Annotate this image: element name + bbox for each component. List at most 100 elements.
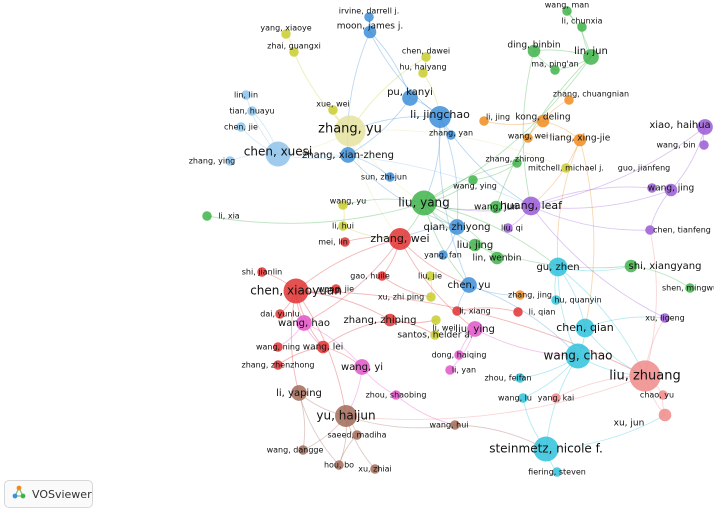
node-label-hu-quanyin[interactable]: hu, quanyin (554, 296, 601, 305)
node-label-liu-jing[interactable]: liu, jing (457, 240, 494, 251)
node-wang-ning[interactable] (273, 342, 283, 352)
node-label-liu-yang[interactable]: liu, yang (398, 196, 450, 210)
node-label-xiao-haihua[interactable]: xiao, haihua (649, 120, 710, 131)
node-li-jing[interactable] (479, 116, 489, 126)
node-liang-xing-jie[interactable] (573, 133, 587, 147)
node-label-li-wei[interactable]: li, wei (432, 324, 455, 333)
node-label-li-qian[interactable]: li, qian (529, 308, 556, 317)
node-wang-ying[interactable] (468, 175, 478, 185)
node-shi-xiangyang[interactable] (624, 259, 638, 273)
node-wang-jing[interactable] (664, 183, 678, 197)
node-label-lin-lin[interactable]: lin, lin (234, 91, 258, 100)
node-zhou-shaobing[interactable] (391, 390, 401, 400)
node-mei-lin[interactable] (340, 237, 350, 247)
node-wang-man[interactable] (562, 6, 572, 16)
node-zhang-ying[interactable] (225, 156, 235, 166)
node-label-chao-yu[interactable]: chao, yu (640, 391, 674, 400)
node-wang-wei[interactable] (523, 133, 533, 143)
node-wang-chao[interactable] (565, 343, 591, 369)
node-label-wang-yu[interactable]: wang, yu (330, 197, 366, 206)
node-label-lin-jun[interactable]: lin, jun (574, 46, 608, 57)
node-label-wang-ning[interactable]: wang, ning (256, 343, 300, 352)
node-li-jingchao[interactable] (429, 106, 451, 128)
node-label-liu-jie[interactable]: liu, jie (418, 272, 442, 281)
node-xue-wei[interactable] (328, 105, 338, 115)
node-pu-kanyi[interactable] (402, 90, 418, 106)
node-label-liu-zhuang[interactable]: liu, zhuang (609, 369, 681, 384)
node-wang-yi[interactable] (354, 359, 370, 375)
node-label-wang-chao[interactable]: wang, chao (544, 349, 613, 363)
node-lin-jun[interactable] (583, 49, 599, 65)
node-label-wang-bin[interactable]: wang, bin (656, 141, 695, 150)
node-zhang-wei[interactable] (389, 228, 411, 250)
node-label-zhou-shaobing[interactable]: zhou, shaobing (366, 391, 427, 400)
node-label-kong-deling[interactable]: kong, deling (515, 113, 570, 123)
node-lin-lin[interactable] (241, 90, 251, 100)
node-label-li-xia[interactable]: li, xia (218, 212, 239, 221)
node-label-sun-zhi-jun[interactable]: sun, zhi-jun (361, 173, 407, 182)
node-label-zhang-zhiping[interactable]: zhang, zhiping (344, 315, 417, 326)
node-xu-zhiai[interactable] (370, 464, 380, 474)
node-sun-zhi-jun[interactable] (385, 172, 395, 182)
node-label-zhang-xian-zheng[interactable]: zhang, xian-zheng (302, 150, 394, 161)
node-label-mei-lin[interactable]: mei, lin (318, 238, 348, 247)
node-label-ma-ping-an[interactable]: ma, ping'an (531, 60, 578, 69)
node-label-fiering-steven[interactable]: fiering, steven (528, 468, 586, 477)
node-dong-haiqing[interactable] (454, 350, 464, 360)
node-label-li-yaping[interactable]: li, yaping (276, 388, 322, 399)
node-label-chen-yu[interactable]: chen, yu (448, 280, 491, 291)
node-santos-helder-a[interactable] (430, 330, 440, 340)
node-liu-jing[interactable] (468, 238, 482, 252)
node-label-zhang-zhirong[interactable]: zhang, zhirong (485, 155, 544, 164)
node-wang-hui[interactable] (450, 420, 460, 430)
node-label-zhang-wei[interactable]: zhang, wei (370, 232, 429, 245)
node-label-zhou-feifan[interactable]: zhou, feifan (484, 374, 531, 383)
node-chen-dawei[interactable] (421, 52, 431, 62)
node-label-zhang-zhenzhong[interactable]: zhang, zhenzhong (242, 361, 315, 370)
node-label-xu-jun[interactable]: xu, jun (614, 419, 645, 429)
node-label-yang-fan[interactable]: yang, fan (424, 251, 462, 260)
node-label-zhang-chuangnian[interactable]: zhang, chuangnian (553, 90, 629, 99)
node-label-ding-binbin[interactable]: ding, binbin (507, 41, 560, 51)
node-label-lin-wenbin[interactable]: lin, wenbin (473, 254, 522, 264)
node-chen-qian[interactable] (575, 318, 595, 338)
node-label-tian-huayu[interactable]: tian, huayu (229, 107, 274, 116)
node-liu-qi[interactable] (503, 223, 513, 233)
node-liu-yang[interactable] (411, 190, 437, 216)
node-label-li-yan[interactable]: li, yan (452, 366, 476, 375)
node-label-xue-wei[interactable]: xue, wei (316, 100, 350, 109)
node-zhang-yu[interactable] (334, 115, 366, 147)
node-yang-xiaoye[interactable] (281, 29, 291, 39)
node-guo-jianfeng[interactable] (647, 183, 657, 193)
node-label-chen-jie[interactable]: chen, jie (224, 123, 258, 132)
node-hu-haiyang[interactable] (418, 68, 428, 78)
node-xu-ligeng[interactable] (660, 313, 670, 323)
node-label-shi-jianlin[interactable]: shi, jianlin (242, 268, 282, 277)
node-fiering-steven[interactable] (552, 467, 562, 477)
node-label-wang-hui[interactable]: wang, hui (429, 421, 468, 430)
node-wang-yu[interactable] (338, 200, 348, 210)
node-label-xu-ligeng[interactable]: xu, ligeng (645, 314, 684, 323)
node-wang-hao[interactable] (296, 315, 312, 331)
node-label-dai-yunlu[interactable]: dai, yunlu (260, 310, 299, 319)
node-chen-tianfeng[interactable] (645, 225, 655, 235)
node-hu-quanyin[interactable] (551, 295, 561, 305)
node-label-liu-ying[interactable]: liu, ying (455, 324, 495, 335)
node-label-chen-xuesi[interactable]: chen, xuesi (244, 145, 313, 159)
node-mitchell-michael-j[interactable] (561, 163, 571, 173)
node-zhang-zhirong[interactable] (512, 158, 522, 168)
node-chen-xiaoyuan[interactable] (283, 278, 309, 304)
node-label-steinmetz-nicole-f[interactable]: steinmetz, nicole f. (489, 442, 603, 456)
node-label-irvine-darrell-j[interactable]: irvine, darrell j. (339, 7, 399, 16)
node-shen-mingwu[interactable] (685, 283, 695, 293)
node-zhang-xian-zheng[interactable] (340, 147, 356, 163)
node-zhou-feifan[interactable] (515, 373, 525, 383)
node-chen-yu[interactable] (461, 277, 477, 293)
node-wang-dangge[interactable] (298, 445, 308, 455)
node-label-zhang-yu[interactable]: zhang, yu (318, 122, 382, 137)
node-yang-kai[interactable] (551, 393, 561, 403)
node-label-moon-james-j[interactable]: moon, james j. (337, 22, 403, 32)
node-li-chunxia[interactable] (577, 22, 587, 32)
node-liu-zhuang[interactable] (629, 360, 661, 392)
